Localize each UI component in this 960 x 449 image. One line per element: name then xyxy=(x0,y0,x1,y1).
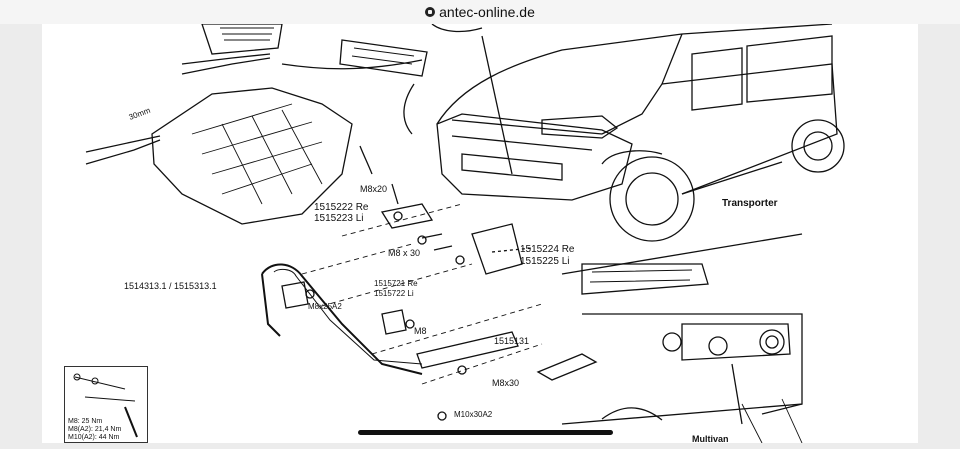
label-1515225: 1515225 Li xyxy=(520,256,570,267)
bracket-1515224 xyxy=(471,223,523,275)
underbody-tray xyxy=(151,87,353,225)
grille-fragment-small xyxy=(339,39,428,77)
headlight xyxy=(541,115,619,139)
home-indicator[interactable] xyxy=(358,430,613,435)
torque-legend: M8: 25 Nm M8(A2): 21,4 Nm M10(A2): 44 Nm xyxy=(64,366,148,443)
label-30mm: 30mm xyxy=(128,106,152,122)
label-1515721: 1515721 Re xyxy=(374,279,418,288)
protection-bar xyxy=(261,263,423,375)
label-1515224: 1515224 Re xyxy=(520,244,575,255)
torque-m8a2: M8(A2): 21,4 Nm xyxy=(68,426,121,433)
grille-detail xyxy=(581,263,709,295)
bracket-1515131 xyxy=(416,331,519,369)
label-m8x20: M8x20 xyxy=(360,184,387,194)
van-front xyxy=(436,113,633,201)
label-m8x30-a: M8 x 30 xyxy=(388,248,420,258)
label-m8x30-b: M8x30 xyxy=(492,378,519,388)
front-wheel xyxy=(609,156,695,242)
arrow-1 xyxy=(281,59,423,70)
label-transporter: Transporter xyxy=(722,198,778,209)
label-1515722: 1515722 Li xyxy=(374,289,414,298)
label-1514313: 1514313.1 / 1515313.1 xyxy=(124,281,217,291)
side-window xyxy=(691,47,743,111)
grille-fragment-top xyxy=(201,24,283,55)
bracket-1515222 xyxy=(380,203,434,229)
label-1515222: 1515222 Re xyxy=(314,202,369,213)
address-bar[interactable]: antec-online.de xyxy=(0,0,960,24)
label-1515223: 1515223 Li xyxy=(314,213,364,224)
label-m10x30: M10x30A2 xyxy=(454,410,493,419)
label-m8: M8 xyxy=(414,326,427,336)
url-domain: antec-online.de xyxy=(439,4,535,20)
legend-graphic: M8: 25 Nm M8(A2): 21,4 Nm M10(A2): 44 Nm xyxy=(68,373,138,441)
site-icon xyxy=(425,7,436,17)
fog-light-detail xyxy=(759,329,785,355)
torque-m10a2: M10(A2): 44 Nm xyxy=(68,434,120,441)
van-roofline xyxy=(436,24,833,125)
pliers-lower xyxy=(85,135,161,153)
label-1515131: 1515131 xyxy=(494,336,529,346)
installation-diagram: M8x20 1515222 Re 1515223 Li M8 x 30 1515… xyxy=(85,24,845,443)
rear-wheel xyxy=(791,119,845,173)
label-m8x25: M8x25A2 xyxy=(308,302,342,311)
pliers-upper xyxy=(181,53,271,65)
diagram-image: M8x20 1515222 Re 1515223 Li M8 x 30 1515… xyxy=(42,24,918,443)
label-multivan: Multivan xyxy=(692,434,729,443)
torque-m8: M8: 25 Nm xyxy=(68,418,102,425)
